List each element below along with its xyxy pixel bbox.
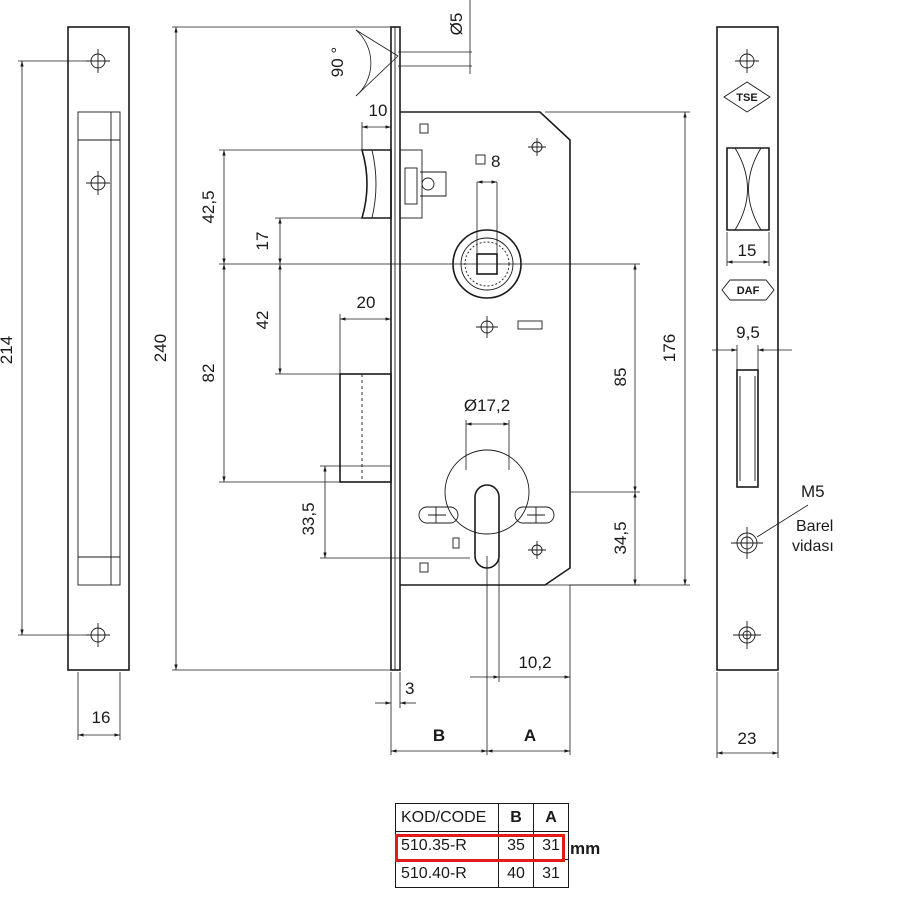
- handle-follower: 8: [452, 152, 522, 299]
- table-header-row: KOD/CODE B A: [395, 803, 569, 832]
- dimension-b-a: B A: [391, 726, 570, 753]
- latch-bolt: [360, 149, 447, 219]
- dim-176-label: 176: [660, 334, 679, 362]
- row-b: 35: [498, 831, 534, 860]
- m5-label: M5: [801, 482, 825, 501]
- case-screw-bottom-right: [528, 541, 546, 559]
- table-row: 510.40-R 40 31: [395, 859, 569, 888]
- tse-logo: TSE: [723, 81, 771, 113]
- dim-9-5-label: 9,5: [736, 323, 760, 342]
- row-b: 40: [498, 859, 534, 888]
- table-row: 510.35-R 35 31: [395, 831, 569, 860]
- strike-screw-m5: M5 Barel vidası: [731, 482, 834, 559]
- dim-17-label: 17: [253, 232, 272, 251]
- dim-10-label: 10: [369, 101, 388, 120]
- dimension-17-2: Ø17,2: [464, 396, 510, 470]
- dimension-240: 240: [151, 26, 391, 671]
- dim-33-5-label: 33,5: [299, 502, 318, 535]
- lock-case: [400, 111, 571, 586]
- dimension-10-2: 10,2: [470, 556, 571, 755]
- dim-16-label: 16: [92, 708, 111, 727]
- cylinder-hole: [418, 449, 555, 569]
- dimension-214: 214: [0, 60, 88, 636]
- dimension-17: 17: [253, 217, 362, 264]
- dimension-34-5: 34,5: [570, 492, 640, 586]
- lock-faceplate: [390, 26, 401, 671]
- dim-17-2-label: Ø17,2: [464, 396, 510, 415]
- dim-10-2-label: 10,2: [518, 653, 551, 672]
- case-screw-top-right: [528, 138, 546, 156]
- dim-3-label: 3: [405, 679, 414, 698]
- dimension-82: 82: [199, 264, 340, 483]
- plate-screw-top: [86, 49, 110, 73]
- header-b: B: [498, 803, 534, 832]
- code-table: KOD/CODE B A 510.35-R 35 31 510.40-R 40 …: [395, 803, 569, 888]
- dimension-42: 42: [253, 264, 340, 375]
- row-a: 31: [533, 859, 569, 888]
- dimension-20: 20: [339, 293, 391, 374]
- dimension-85: 85: [570, 264, 640, 493]
- case-screw-center: [476, 316, 498, 338]
- barel-label: Barel: [796, 518, 833, 535]
- dimension-5: Ø5: [398, 0, 472, 74]
- plate-screw-bottom: [86, 623, 110, 647]
- daf-logo: DAF: [721, 279, 775, 301]
- case-small-slot: [452, 537, 460, 549]
- unit-label: mm: [570, 839, 601, 858]
- dim-42-5-label: 42,5: [199, 190, 218, 223]
- dim-b-label: B: [433, 726, 445, 745]
- dim-23-label: 23: [738, 729, 757, 748]
- dimension-10: 10: [361, 101, 391, 150]
- dimension-15: 15: [726, 232, 770, 266]
- tse-logo-text: TSE: [736, 92, 757, 104]
- dim-20-label: 20: [357, 293, 376, 312]
- strike-bolt-opening: [736, 369, 759, 488]
- strike-screw-bottom: [733, 621, 761, 649]
- dim-8-label: 8: [491, 152, 500, 171]
- dead-bolt: [339, 373, 392, 483]
- case-slot: [517, 320, 543, 330]
- dim-a-label: A: [524, 726, 536, 745]
- dim-15-label: 15: [738, 241, 757, 260]
- dimension-42-5: 42,5: [199, 149, 362, 264]
- dim-42-label: 42: [253, 311, 272, 330]
- strike-plate: TSE 15 DAF 9,5: [712, 26, 834, 671]
- header-a: A: [533, 803, 569, 832]
- dimension-176: 176: [545, 111, 690, 586]
- strike-latch-opening: [726, 147, 770, 231]
- daf-logo-text: DAF: [737, 285, 760, 297]
- dim-5-label: Ø5: [447, 13, 466, 36]
- header-code: KOD/CODE: [395, 803, 499, 832]
- vidasi-label: vidası: [792, 538, 834, 555]
- dimension-16: 16: [77, 672, 121, 740]
- dim-85-label: 85: [611, 368, 630, 387]
- row-code: 510.40-R: [395, 859, 499, 888]
- dimension-23: 23: [716, 672, 779, 758]
- dimension-9-5: 9,5: [712, 323, 792, 372]
- front-plate: [67, 26, 130, 671]
- dim-90-label: 90 °: [328, 47, 347, 77]
- dim-240-label: 240: [151, 334, 170, 362]
- dimension-90-degree: 90 °: [328, 29, 399, 97]
- dim-214-label: 214: [0, 336, 16, 364]
- plate-screw-middle: [86, 171, 110, 195]
- dim-82-label: 82: [199, 364, 218, 383]
- dimension-33-5: 33,5: [299, 465, 470, 559]
- dim-34-5-label: 34,5: [611, 521, 630, 554]
- row-a: 31: [533, 831, 569, 860]
- dimension-3: 3: [375, 672, 416, 755]
- row-code: 510.35-R: [395, 831, 499, 860]
- strike-screw-top: [735, 49, 759, 73]
